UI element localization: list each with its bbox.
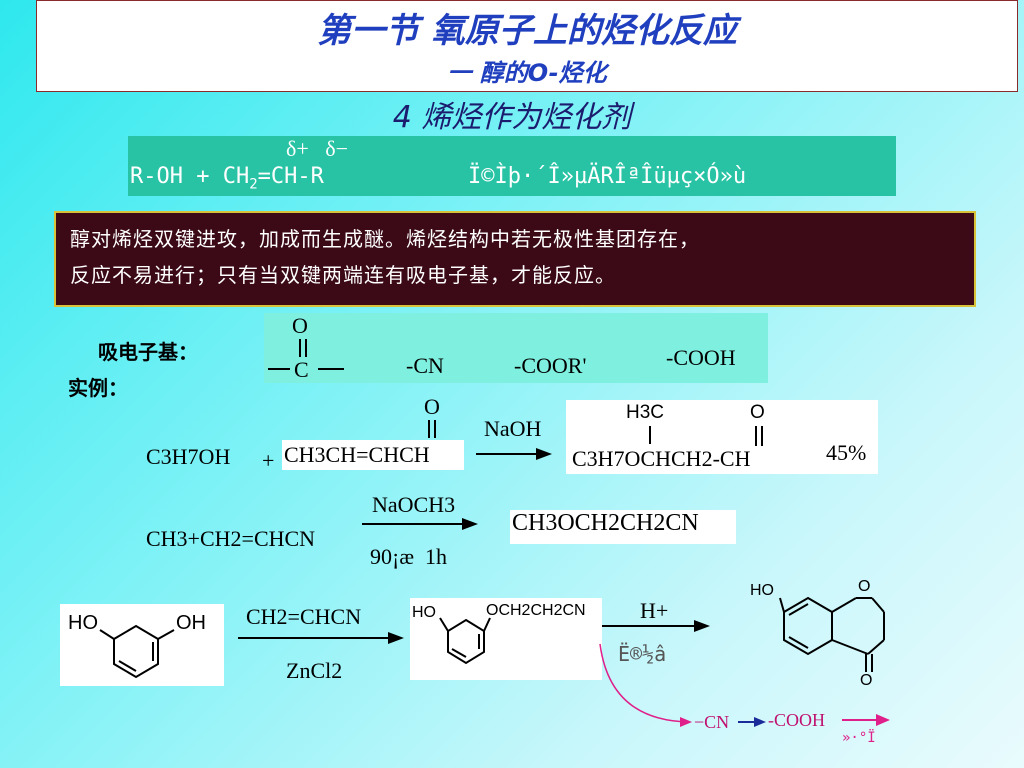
slide-title: 第一节 氧原子上的烃化反应	[317, 11, 737, 51]
explanation-line-1: 醇对烯烃双键进攻，加成而生成醚。烯烃结构中若无极性基团存在，	[70, 227, 700, 251]
r3-intermediate-bg	[410, 598, 602, 680]
slide-subtitle: 一 醇的O-烃化	[447, 59, 607, 87]
equation-lhs: R-OH + CH	[130, 164, 250, 189]
r1-reactant-crotonaldehyde: CH3CH=CHCH	[284, 442, 430, 467]
r3-arrow-1	[238, 632, 404, 644]
r1-product-carbonyl-bond	[755, 426, 763, 446]
explanation-box: 醇对烯烃双键进攻，加成而生成醚。烯烃结构中若无极性基团存在， 反应不易进行；只有…	[54, 211, 976, 307]
r3-reagent: CH2=CHCN	[246, 604, 362, 629]
ewg-cyano: -CN	[406, 353, 444, 378]
r1-product-oxygen: O	[750, 402, 765, 423]
carbonyl-oxygen: O	[292, 313, 308, 338]
r3-product-ring-oxygen: O	[858, 578, 871, 595]
r2-reagent: NaOCH3	[372, 492, 456, 517]
equation-garbled-note: Ï©Ìþ·´Î»µÄRÎªÎüµç×Ó»ù	[468, 164, 747, 189]
r3-arrow-2	[602, 620, 710, 632]
title-box: 第一节 氧原子上的烃化反应 一 醇的O-烃化	[36, 0, 1018, 92]
r2-arrow	[362, 518, 478, 530]
section-heading: 4 烯烃作为烃化剂	[392, 100, 632, 135]
r1-arrow	[476, 448, 552, 460]
examples-label: 实例：	[68, 376, 128, 400]
r1-product: C3H7OCHCH2-CH	[572, 446, 751, 471]
r3-product-keto-oxygen: O	[860, 672, 873, 689]
r3-intermediate-chain: OCH2CH2CN	[486, 602, 586, 619]
r3-product-ho: HO	[750, 582, 774, 599]
note-cyano: −CN	[694, 712, 730, 732]
ewg-ester: -COOR'	[514, 353, 587, 378]
r2-product-bg	[510, 510, 736, 544]
ewg-box: O C -CN -COOR' -COOH	[264, 313, 768, 383]
r3-intermediate-ring	[439, 617, 491, 665]
partial-charge-labels: δ+ δ−	[286, 136, 349, 161]
equation-subscript: 2	[249, 176, 258, 193]
general-equation-box	[128, 136, 896, 196]
note-carboxyl: -COOH	[768, 710, 825, 730]
r3-intermediate-ho: HO	[412, 604, 436, 621]
r1-reactant2-carbonyl-bond	[428, 420, 436, 438]
r1-plus: +	[262, 448, 275, 473]
r1-product-methyl: H3C	[626, 402, 665, 423]
ewg-carboxyl: -COOH	[666, 345, 736, 370]
carbonyl-carbon: C	[294, 357, 309, 382]
r1-product-bg	[566, 400, 878, 474]
r2-conditions: 90¡æ 1h	[370, 544, 447, 569]
r3-acid: H+	[640, 598, 669, 623]
r1-reactant-alcohol: C3H7OH	[146, 444, 231, 469]
r3-resorcinol-ring	[99, 624, 175, 679]
r1-reactant2-bg	[282, 440, 464, 470]
ewg-label: 吸电子基：	[98, 340, 198, 364]
r1-yield: 45%	[826, 440, 867, 465]
equation-rhs: =CH-R	[257, 164, 324, 189]
note-cyclization-label: »·°Ï	[842, 730, 876, 746]
r3-reactant-oh: OH	[176, 612, 206, 634]
r1-reactant2-oxygen: O	[424, 394, 440, 419]
r1-product-methyl-bond	[649, 426, 651, 444]
r3-hydrolysis-label: Ë®½â	[618, 642, 667, 666]
r1-reagent: NaOH	[484, 416, 542, 441]
hydrolysis-note-arrows	[599, 643, 890, 727]
general-equation: R-OH + CH2=CH-R	[130, 164, 324, 192]
r3-reactant-ho: HO	[68, 612, 98, 634]
carbonyl-bonds	[268, 339, 344, 370]
r3-chromanone-structure	[779, 596, 885, 672]
r3-catalyst: ZnCl2	[286, 658, 343, 683]
r2-product: CH3OCH2CH2CN	[512, 510, 699, 536]
r2-reactant: CH3+CH2=CHCN	[146, 526, 316, 551]
explanation-line-2: 反应不易进行；只有当双键两端连有吸电子基，才能反应。	[70, 263, 616, 287]
